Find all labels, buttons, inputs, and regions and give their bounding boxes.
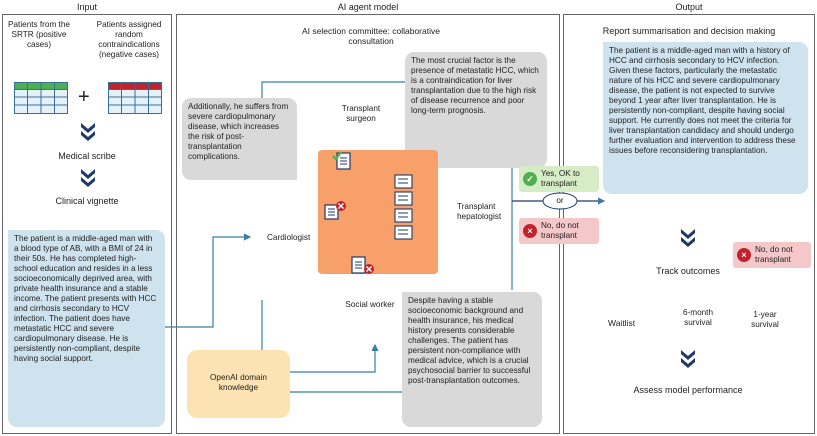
clinical-vignette-text: The patient is a middle-aged man with a …	[8, 230, 165, 427]
chevron-down-icon	[680, 349, 696, 369]
vignette-to-cardiologist-line	[165, 233, 252, 328]
cardiologist-quote: Additionally, he suffers from severe car…	[182, 98, 297, 180]
medical-scribe-label: Medical scribe	[58, 151, 116, 161]
waitlist-label: Waitlist	[608, 318, 636, 328]
output-panel-title: Output	[675, 2, 703, 12]
cross-icon: ×	[523, 224, 537, 238]
chevron-down-icon	[680, 228, 696, 248]
model-panel-title: AI agent model	[337, 2, 399, 12]
chevron-down-icon	[80, 122, 96, 142]
transplant-hepatologist-label: Transplant hepatologist	[457, 202, 502, 221]
or-label: or	[556, 196, 564, 205]
clinical-vignette-label: Clinical vignette	[55, 196, 119, 206]
document-icon	[351, 256, 374, 274]
or-ellipse	[542, 192, 578, 210]
output-no-transplant-badge: × No, do not transplant	[733, 242, 811, 268]
six-month-survival-label: 6-month survival	[682, 308, 714, 327]
assess-performance-label: Assess model performance	[633, 385, 743, 395]
cross-icon: ×	[737, 248, 751, 262]
negative-cases-table-icon	[108, 82, 162, 114]
committee-title: AI selection committee: collaborative co…	[302, 26, 440, 46]
input-panel	[2, 14, 172, 434]
chevron-down-icon	[80, 168, 96, 188]
plus-sign: +	[78, 86, 90, 108]
document-icon	[332, 151, 351, 170]
document-icon	[394, 174, 413, 240]
domain-knowledge-label: OpenAI domain knowledge	[210, 373, 267, 392]
positive-cases-label: Patients from the SRTR (positive cases)	[8, 20, 70, 49]
yes-transplant-badge: ✓ Yes, OK to transplant	[519, 166, 599, 192]
input-panel-title: Input	[76, 2, 98, 12]
no-transplant-badge: × No, do not transplant	[519, 218, 599, 244]
document-icon	[324, 201, 346, 220]
check-icon: ✓	[523, 172, 537, 186]
track-outcomes-label: Track outcomes	[656, 266, 720, 276]
transplant-surgeon-label: Transplant surgeon	[341, 104, 381, 123]
report-text: The patient is a middle-aged man with a …	[603, 42, 808, 194]
social-worker-quote: Despite having a stable socioeconomic ba…	[402, 292, 542, 427]
knowledge-to-committee-line	[290, 343, 379, 373]
surgeon-quote: The most crucial factor is the presence …	[405, 52, 547, 168]
cardiologist-label: Cardiologist	[267, 233, 311, 242]
report-title: Report summarisation and decision making	[602, 26, 776, 36]
social-worker-label: Social worker	[345, 300, 395, 309]
positive-cases-table-icon	[14, 82, 68, 114]
one-year-survival-label: 1-year survival	[751, 310, 779, 329]
domain-knowledge-box	[187, 350, 290, 418]
negative-cases-label: Patients assigned random contraindicatio…	[96, 20, 162, 59]
